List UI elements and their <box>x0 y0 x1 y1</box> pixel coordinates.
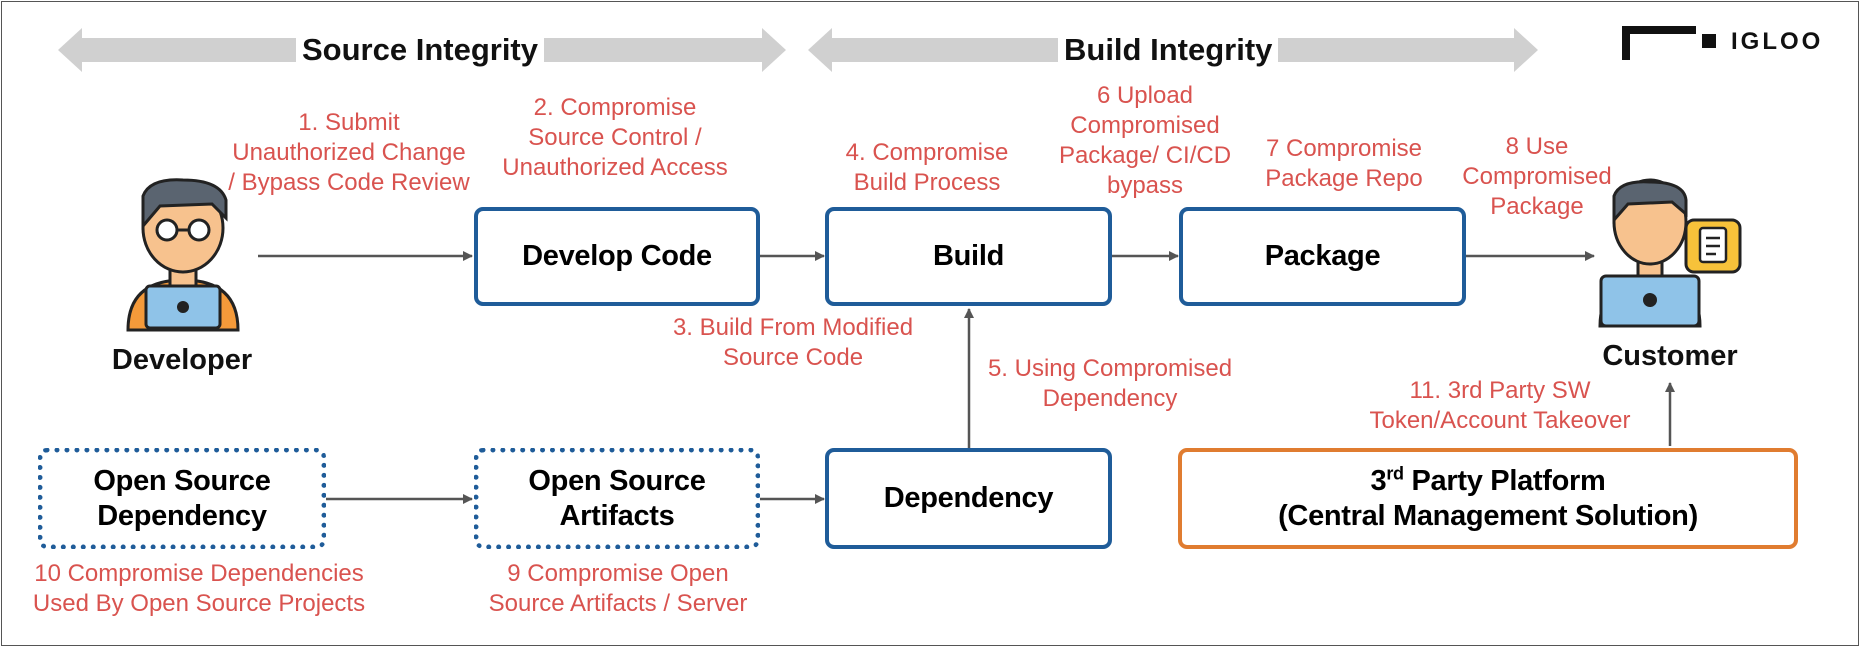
developer-label: Developer <box>111 344 253 376</box>
third-party-number: 3 <box>1370 464 1387 497</box>
threat-10-label: 10 Compromise Dependencies Used By Open … <box>32 560 366 617</box>
third-party-title-rest: Party Platform <box>1403 464 1606 497</box>
threat-1-label: 1. Submit Unauthorized Change / Bypass C… <box>228 109 470 196</box>
threat-3-label: 3. Build From Modified Source Code <box>672 314 914 371</box>
threat-9-label: 9 Compromise Open Source Artifacts / Ser… <box>488 560 748 617</box>
source-integrity-title: Source Integrity <box>296 30 544 70</box>
threat-8-label: 8 Use Compromised Package <box>1462 133 1612 220</box>
open-source-artifacts-box: Open Source Artifacts <box>474 448 760 549</box>
customer-icon <box>1598 178 1742 328</box>
developer-icon <box>126 178 240 332</box>
package-box: Package <box>1179 207 1466 306</box>
threat-6-label: 6 Upload Compromised Package/ CI/CD bypa… <box>1058 82 1232 199</box>
third-party-title: 3rd Party Platform <box>1278 464 1698 499</box>
threat-11-label: 11. 3rd Party SW Token/Account Takeover <box>1369 377 1631 434</box>
threat-4-label: 4. Compromise Build Process <box>845 139 1009 196</box>
third-party-platform-box: 3rd Party Platform (Central Management S… <box>1178 448 1798 549</box>
threat-2-label: 2. Compromise Source Control / Unauthori… <box>502 94 728 181</box>
open-source-dependency-box: Open Source Dependency <box>38 448 326 549</box>
logo-text: IGLOO <box>1731 28 1824 55</box>
threat-7-label: 7 Compromise Package Repo <box>1265 135 1423 192</box>
build-integrity-title: Build Integrity <box>1058 30 1279 70</box>
dependency-box: Dependency <box>825 448 1112 549</box>
third-party-superscript: rd <box>1386 463 1404 484</box>
build-box: Build <box>825 207 1112 306</box>
customer-label: Customer <box>1602 340 1738 372</box>
igloo-logo-mark <box>1622 26 1716 60</box>
threat-5-label: 5. Using Compromised Dependency <box>987 355 1233 412</box>
develop-code-box: Develop Code <box>474 207 760 306</box>
third-party-subtitle: (Central Management Solution) <box>1278 499 1698 532</box>
